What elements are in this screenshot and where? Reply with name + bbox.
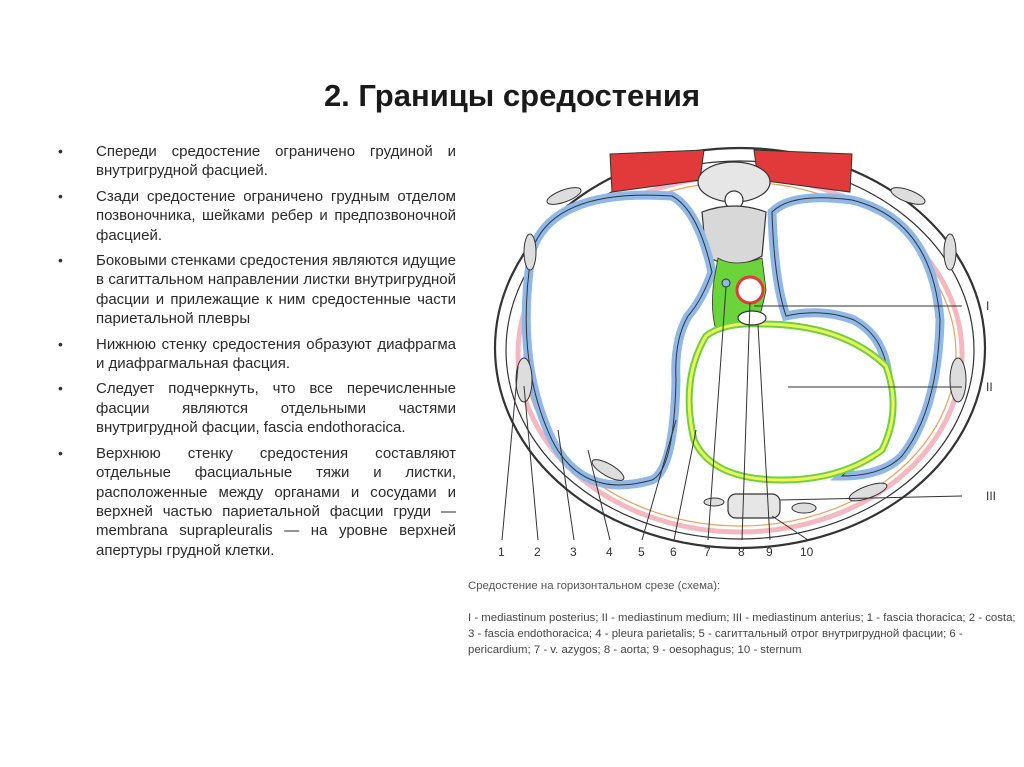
leader-line-5 xyxy=(641,419,677,541)
list-item: • Сзади средостение ограничено грудным от… xyxy=(58,187,456,245)
bullet-text: Следует подчеркнуть, что все перечисленн… xyxy=(96,380,456,437)
left-pleural-outline xyxy=(525,194,713,486)
rib xyxy=(591,459,625,481)
bullet-text: Сзади средостение ограничено грудным отд… xyxy=(96,187,456,244)
costal-cartilage xyxy=(703,497,725,507)
figure-caption: Средостение на горизонтальном срезе (схе… xyxy=(468,578,1020,658)
sternum xyxy=(727,493,781,519)
bullet-list: • Спереди средостение ограничено грудиной… xyxy=(58,142,456,566)
leader-line-3 xyxy=(557,429,575,541)
number-10: 10 xyxy=(800,545,814,559)
number-7: 7 xyxy=(704,545,711,559)
number-4: 4 xyxy=(606,545,613,559)
bullet-dot: • xyxy=(58,380,63,397)
rib xyxy=(523,233,537,271)
list-item: • Следует подчеркнуть, что все перечислен… xyxy=(58,379,456,437)
right-pleural-outline xyxy=(771,197,941,477)
number-1: 1 xyxy=(498,545,505,559)
slide-title: 2. Границы средостения xyxy=(323,78,701,113)
leader-line-9 xyxy=(757,324,771,541)
cross-section-diagram: I II III 1 2 3 4 5 6 7 8 9 10 xyxy=(493,146,996,559)
bullet-dot: • xyxy=(58,444,63,461)
bullet-dot: • xyxy=(58,335,63,352)
aorta xyxy=(735,275,765,305)
list-item: • Боковыми стенками средостения являются … xyxy=(58,251,456,329)
bullet-text: Верхнюю стенку средостения составляют от… xyxy=(96,444,456,559)
bullet-dot: • xyxy=(58,187,63,204)
mediastinum-cross-section-figure: I II III 1 2 3 4 5 6 7 8 9 10 xyxy=(462,140,1022,570)
caption-title: Средостение на горизонтальном срезе (схе… xyxy=(468,580,721,592)
number-8: 8 xyxy=(738,545,745,559)
bullet-dot: • xyxy=(58,143,63,159)
rib xyxy=(949,357,967,403)
list-item: • Верхнюю стенку средостения составляют о… xyxy=(58,444,456,560)
number-6: 6 xyxy=(670,545,677,559)
rib xyxy=(890,187,926,205)
bullet-text: Боковыми стенками средостения являются и… xyxy=(96,252,456,328)
list-item: • Спереди средостение ограничено грудиной… xyxy=(58,142,456,181)
leader-line-10 xyxy=(771,515,809,541)
rib xyxy=(546,187,582,205)
label-II: II xyxy=(986,380,993,394)
label-I: I xyxy=(986,299,989,313)
number-5: 5 xyxy=(638,545,645,559)
leader-line-7 xyxy=(707,286,727,541)
costal-cartilage xyxy=(791,502,817,514)
leader-line-4 xyxy=(587,449,611,541)
oesophagus xyxy=(737,310,767,326)
number-3: 3 xyxy=(570,545,577,559)
bullet-text: Нижнюю стенку средостения образуют диафр… xyxy=(96,335,456,373)
number-9: 9 xyxy=(766,545,773,559)
leader-line-6 xyxy=(673,429,697,541)
rib xyxy=(515,357,533,403)
list-item: • Нижнюю стенку средостения образуют диаф… xyxy=(58,335,456,374)
leader-line-III xyxy=(779,495,963,501)
fascia-thoracica xyxy=(505,160,975,540)
label-III: III xyxy=(986,489,996,503)
azygos-vein xyxy=(721,278,731,288)
leader-line-1 xyxy=(501,365,519,541)
number-2: 2 xyxy=(534,545,541,559)
leader-line-8 xyxy=(741,302,751,541)
rib xyxy=(943,233,957,271)
bullet-text: Спереди средостение ограничено грудиной … xyxy=(96,143,456,180)
caption-legend: I - mediastinum posterius; II - mediasti… xyxy=(468,612,1016,656)
leader-line-2 xyxy=(523,385,539,541)
bullet-dot: • xyxy=(58,252,63,269)
